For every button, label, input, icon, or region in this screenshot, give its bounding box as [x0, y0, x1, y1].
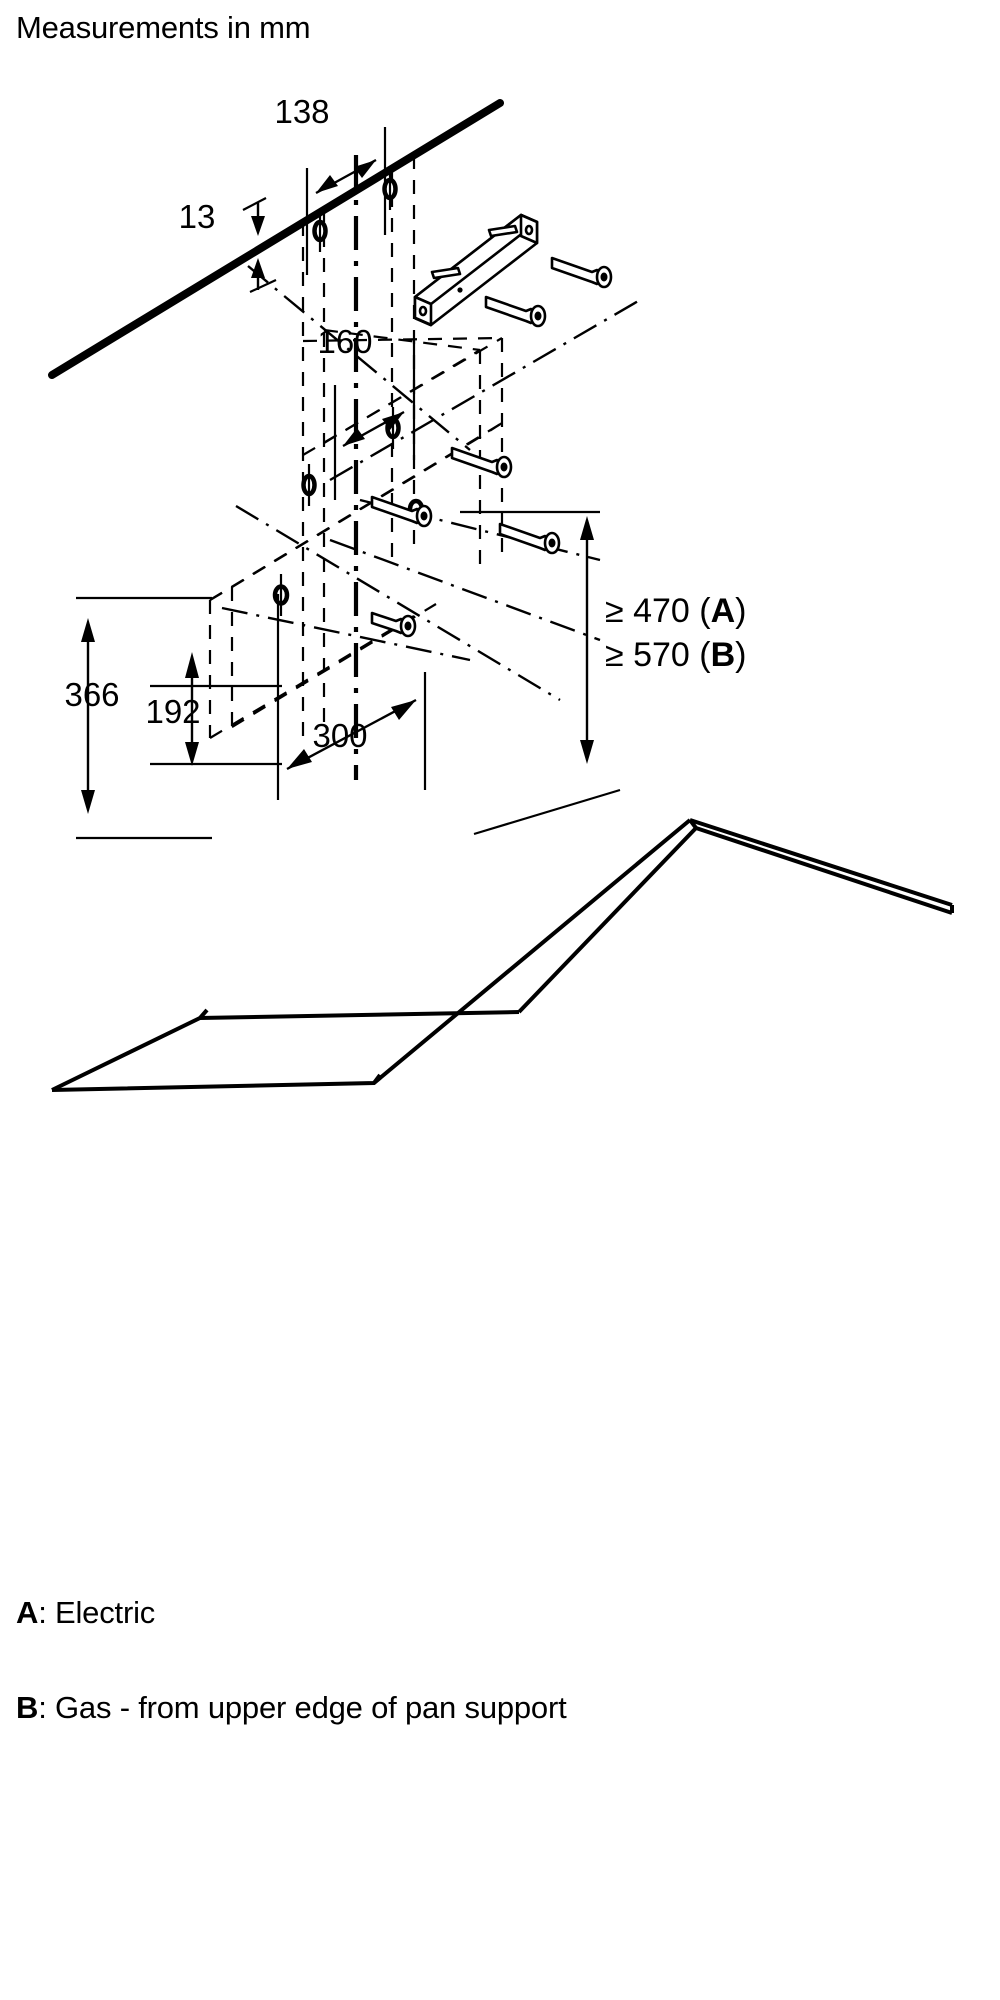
dimension-label-13: 13: [179, 198, 216, 235]
dimension-label-366: 366: [64, 676, 119, 713]
dimension-160: 160: [317, 323, 416, 500]
legend-a-separator: :: [38, 1595, 47, 1630]
dimension-label-300: 300: [312, 717, 367, 754]
legend-a-letter: A: [16, 1595, 39, 1630]
legend-b-letter: B: [16, 1690, 39, 1725]
screw-part: [450, 446, 513, 479]
installation-drawing: 138 13 160 366: [48, 93, 954, 1092]
screw-part: [370, 611, 417, 638]
legend-item-b: B: Gas - from upper edge of pan support: [16, 1690, 567, 1726]
dimension-label-192: 192: [145, 693, 200, 730]
dimension-label-160: 160: [317, 323, 372, 360]
legend-b-separator: :: [38, 1690, 47, 1725]
mounting-rail-part: [413, 213, 539, 327]
screw-part: [370, 495, 433, 528]
dimension-min-height: ≥ 470 (A) ≥ 570 (B): [460, 510, 747, 836]
dimension-label-min-b: ≥ 570 (B): [605, 636, 747, 674]
dimension-192: 192: [145, 652, 282, 766]
screw-part: [484, 295, 547, 328]
dimension-366: 366: [64, 596, 212, 840]
screw-part: [550, 256, 613, 289]
screw-part: [498, 522, 561, 555]
dimension-label-138: 138: [274, 93, 329, 130]
dimension-300: 300: [276, 594, 427, 800]
dimension-138: 138: [274, 93, 387, 275]
centerlines: [221, 152, 641, 780]
dimension-label-min-a: ≥ 470 (A): [605, 592, 747, 630]
legend-b-text: Gas - from upper edge of pan support: [46, 1690, 567, 1725]
hob-outline: [51, 818, 954, 1092]
page-title: Measurements in mm: [16, 10, 311, 45]
legend-item-a: A: Electric: [16, 1595, 155, 1631]
legend-a-text: Electric: [46, 1595, 156, 1630]
dimension-13: 13: [179, 197, 277, 293]
